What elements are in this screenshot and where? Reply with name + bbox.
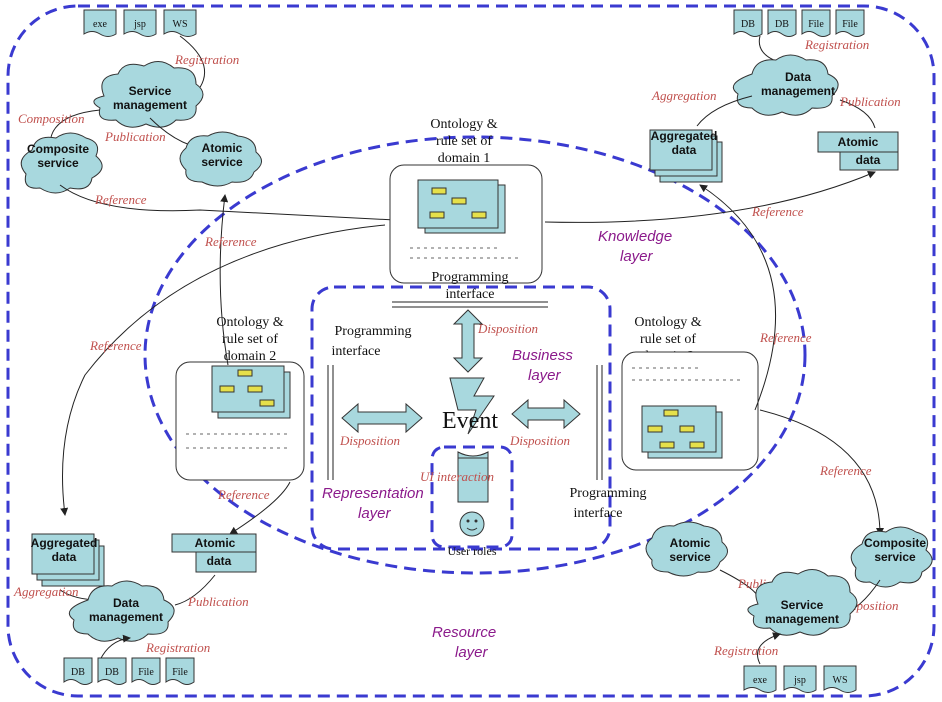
svg-text:DB: DB: [741, 19, 755, 30]
rel-reference-tr: Reference: [751, 204, 804, 219]
rel-composition-tl: Composition: [18, 111, 84, 126]
svg-text:WS: WS: [173, 19, 188, 30]
doc-file1-bl: File: [131, 657, 161, 685]
disposition-arrow-left: [341, 402, 423, 434]
doc-exe-br: exe: [743, 665, 777, 693]
svg-text:exe: exe: [93, 19, 107, 30]
doc-exe-topleft: exe: [83, 9, 117, 37]
svg-text:jsp: jsp: [133, 19, 146, 30]
svg-text:exe: exe: [753, 675, 767, 686]
doc-db1-bl: DB: [63, 657, 93, 685]
event-lightning-icon: [449, 377, 495, 435]
rel-aggregation-bl: Aggregation: [13, 584, 79, 599]
rel-disposition-right: Disposition: [509, 433, 570, 448]
rel-reference-br: Reference: [819, 463, 872, 478]
rel-publication-tr: Publication: [839, 94, 901, 109]
doc-jsp-br: jsp: [783, 665, 817, 693]
rel-registration-bl: Registration: [145, 640, 210, 655]
svg-text:DB: DB: [105, 667, 119, 678]
rel-registration-tl: Registration: [174, 52, 239, 67]
business-boundary: [310, 285, 612, 551]
doc-ws-topleft: WS: [163, 9, 197, 37]
rel-reference-bl: Reference: [217, 487, 270, 502]
ontology-domain1-graph: [410, 179, 520, 259]
rel-reference-d2: Reference: [204, 234, 257, 249]
event-label: Event: [442, 408, 498, 434]
rel-reference-left: Reference: [89, 338, 142, 353]
rel-registration-br: Registration: [713, 643, 778, 658]
user-roles-label: User roles: [448, 544, 497, 558]
knowledge-boundary: [143, 135, 807, 575]
rel-registration-tr: Registration: [804, 37, 869, 52]
rel-publication-tl: Publication: [104, 129, 166, 144]
rel-reference-right: Reference: [759, 330, 812, 345]
rel-reference-tl: Reference: [94, 192, 147, 207]
ontology-domain2-graph: [186, 365, 291, 449]
svg-text:DB: DB: [71, 667, 85, 678]
doc-jsp-topleft: jsp: [123, 9, 157, 37]
resource-boundary: [6, 4, 936, 698]
doc-file1-topright: File: [801, 9, 831, 37]
rel-disposition-top: Disposition: [477, 321, 538, 336]
svg-text:File: File: [808, 19, 824, 30]
disposition-arrow-right: [511, 398, 581, 430]
svg-text:File: File: [172, 667, 188, 678]
ui-interaction-pipe: [457, 457, 489, 503]
doc-db1-topright: DB: [733, 9, 763, 37]
user-face-icon: [459, 511, 485, 537]
rel-disposition-left: Disposition: [339, 433, 400, 448]
svg-text:jsp: jsp: [793, 675, 806, 686]
svg-text:DB: DB: [775, 19, 789, 30]
ui-interaction-boundary: [430, 445, 514, 549]
ontology-domain3-graph: [632, 367, 740, 459]
doc-file2-bl: File: [165, 657, 195, 685]
svg-text:File: File: [842, 19, 858, 30]
svg-text:File: File: [138, 667, 154, 678]
doc-ws-br: WS: [823, 665, 857, 693]
rel-ui-interaction: UI interaction: [420, 469, 494, 484]
rel-aggregation-tr: Aggregation: [651, 88, 717, 103]
svg-text:WS: WS: [833, 675, 848, 686]
doc-db2-topright: DB: [767, 9, 797, 37]
rel-publication-bl: Publication: [187, 594, 249, 609]
doc-file2-topright: File: [835, 9, 865, 37]
disposition-arrow-vertical: [452, 309, 484, 373]
doc-db2-bl: DB: [97, 657, 127, 685]
